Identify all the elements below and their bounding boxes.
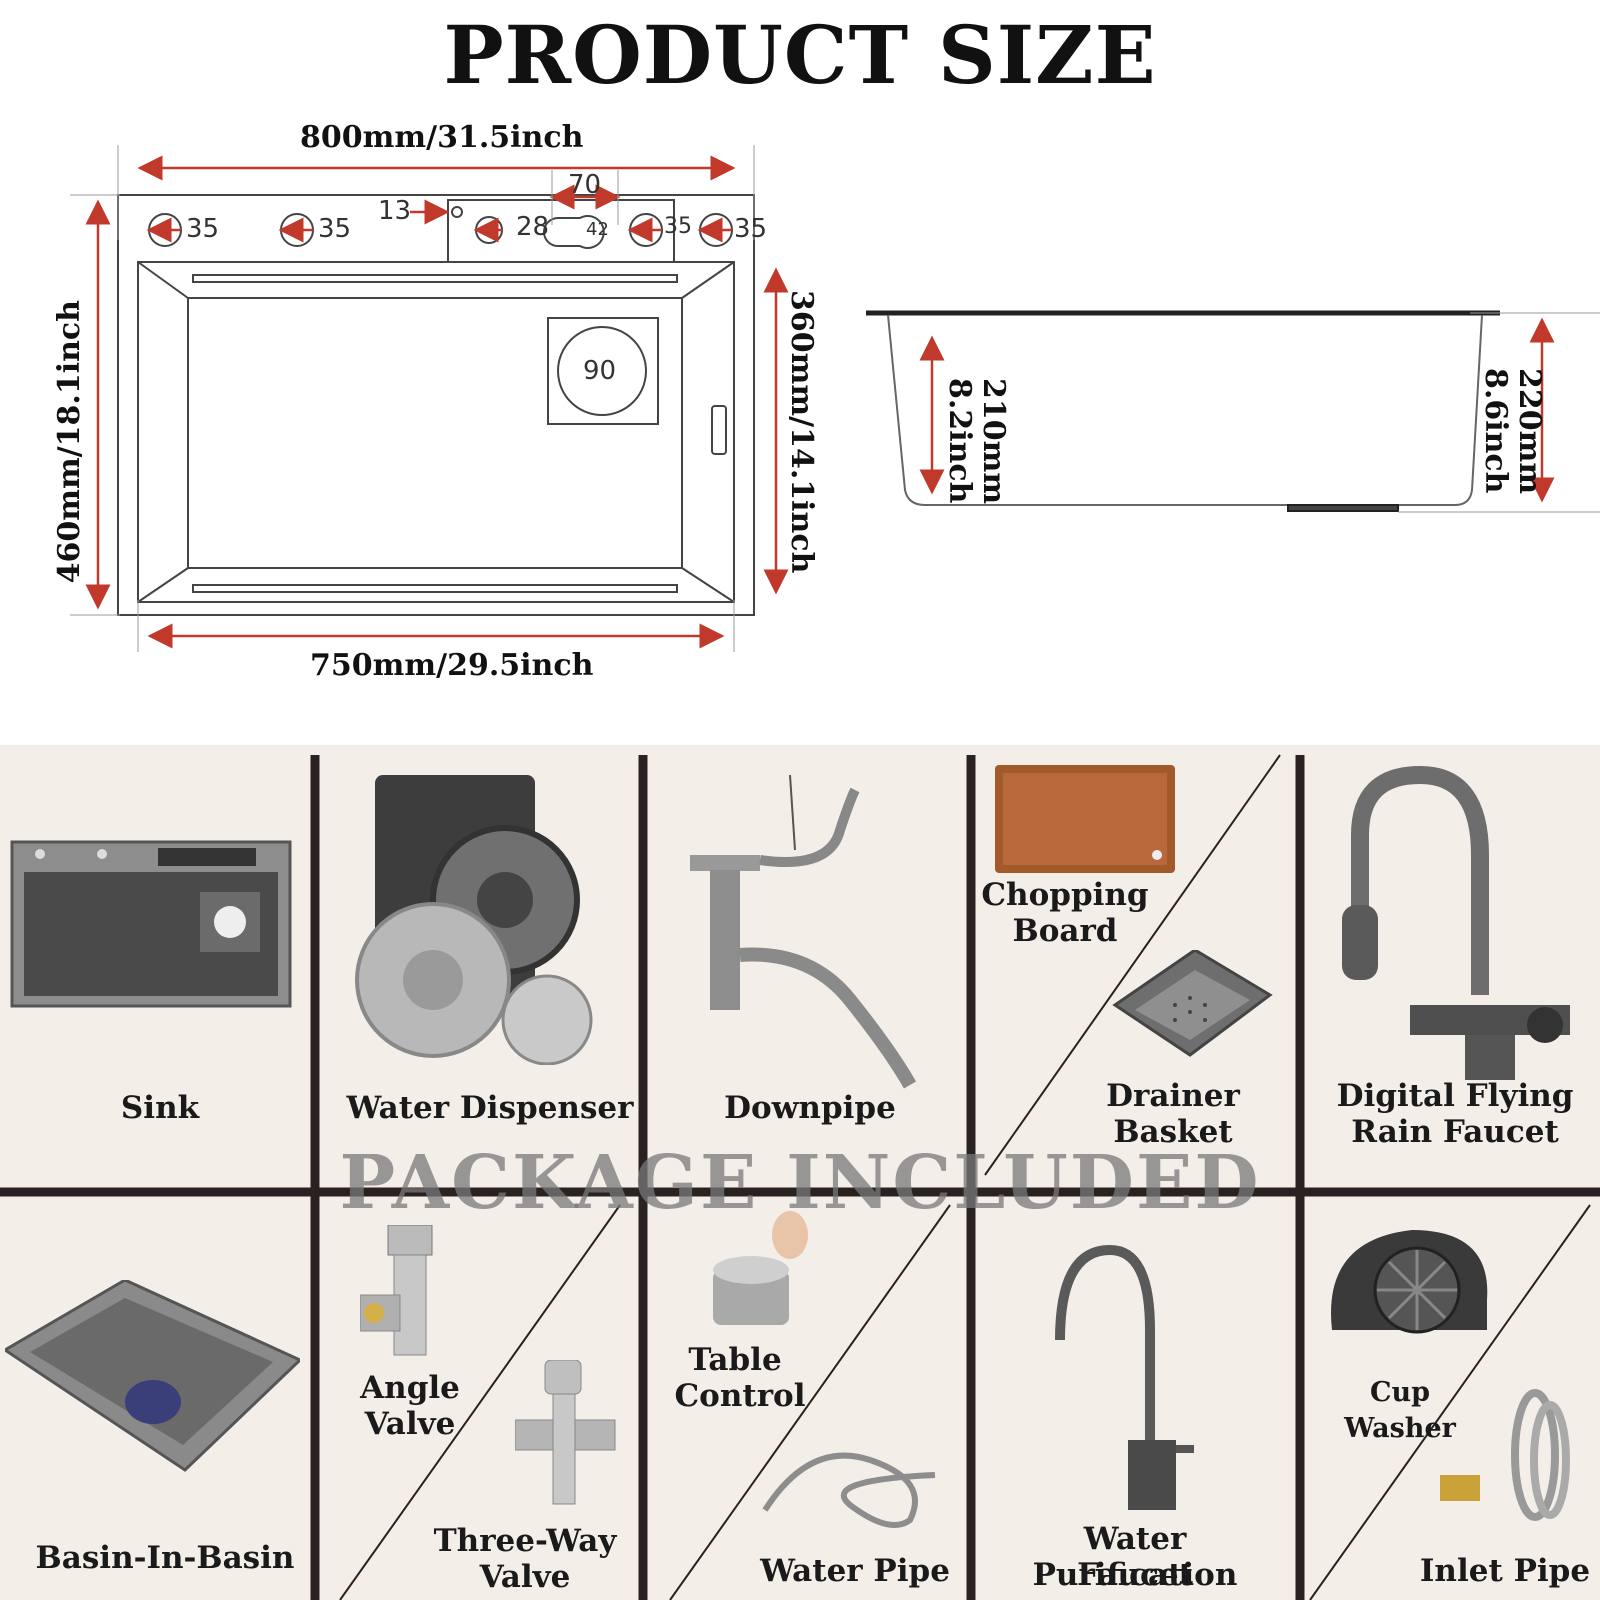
drain-label: 90 [583,356,617,386]
hole-small [451,206,463,218]
package-included-watermark: PACKAGE INCLUDED [339,1140,1261,1226]
faucet-slot [543,215,605,249]
label-downpipe: Downpipe [724,1090,896,1126]
package-grid [0,754,1600,1600]
table-control-image [705,1200,815,1330]
side-handle [711,405,727,455]
extension-lines [70,145,755,652]
package-panel: Chopping Board Sink Water Dispenser Down… [0,745,1600,1600]
plan-view [117,194,755,616]
label-angle-valve-1: Angle [360,1370,460,1406]
bowl-outer [137,261,735,603]
rail-bottom [192,584,678,593]
label-purification-2: Faucet [1077,1557,1193,1593]
angle-valve-image [360,1225,460,1365]
label-faucet-2: Rain Faucet [1351,1114,1559,1150]
label-angle-valve-2: Valve [364,1406,456,1442]
page-title: PRODUCT SIZE [443,8,1157,102]
sink-outline [117,194,755,616]
label-drainer-basket: Drainer Basket [1106,1078,1240,1150]
purification-faucet-image [1050,1240,1200,1515]
inlet-pipe-image [1440,1385,1590,1525]
drainer-basket-image [1105,950,1275,1075]
hole-label: 35 [318,214,352,244]
label-three-way-1: Three-Way [433,1523,617,1559]
label-chopping-board-2: Board [1012,913,1118,949]
dim-bottom-width: 750mm/29.5inch [310,648,594,683]
drain-circle [557,326,647,416]
label-three-way-2: Valve [479,1559,571,1595]
label-table-control-1: Table [688,1342,782,1378]
hole-label: 35 [664,214,692,239]
three-way-valve-image [515,1360,625,1510]
water-pipe-image [760,1435,950,1535]
drain-area [547,317,659,425]
water-dispenser-image [355,770,595,1065]
label-water-pipe: Water Pipe [760,1553,950,1589]
label-basin: Basin-In-Basin [35,1540,295,1576]
label-inlet-pipe: Inlet Pipe [1419,1553,1591,1589]
label-purification-1: Water Purification [1032,1521,1238,1593]
sink-dimension-drawing [70,145,1600,652]
label-cup-washer: Cup Washer [1344,1377,1456,1444]
cup-washer-image [1322,1220,1492,1360]
hole-label: 35 [186,214,220,244]
hole-label: 28 [516,212,550,242]
label-sink: Sink [120,1090,200,1126]
slot-label: 70 [568,170,602,200]
side-view [866,310,1500,512]
dim-depth-inner-in: 8.2inch [942,378,977,504]
offset-label: 13 [378,196,412,226]
side-dimension-lines [919,317,1555,503]
label-water-dispenser: Water Dispenser [346,1090,634,1126]
hole-label: 35 [734,214,768,244]
bowl-inner [187,297,683,569]
slot-label: 42 [586,219,609,240]
label-chopping-board-1: Chopping [981,877,1149,913]
basin-image [5,1280,300,1480]
dimension-lines [85,155,789,649]
rail-top [192,274,678,283]
dim-top-width: 800mm/31.5inch [300,120,584,155]
downpipe-image [690,760,940,1090]
dim-inner-height: 360mm/14.1inch [784,290,819,574]
label-faucet-1: Digital Flying [1336,1078,1574,1114]
chopping-board-image [995,765,1175,873]
dim-depth-outer-in: 8.6inch [1478,368,1513,494]
dim-left-height: 460mm/18.1inch [52,300,87,584]
dim-depth-outer-mm: 220mm [1512,368,1547,495]
label-table-control-2: Control [674,1378,806,1414]
dim-depth-inner-mm: 210mm [976,378,1011,505]
sink-image [10,840,292,1008]
digital-faucet-image [1330,765,1580,1085]
